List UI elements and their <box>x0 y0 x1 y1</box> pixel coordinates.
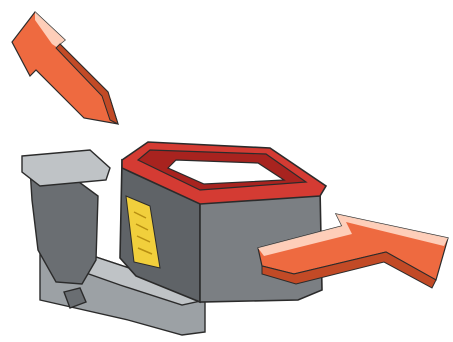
press-down-arrow-icon <box>12 12 118 124</box>
down-arrow-body <box>12 12 118 124</box>
latch-tab <box>22 150 110 186</box>
